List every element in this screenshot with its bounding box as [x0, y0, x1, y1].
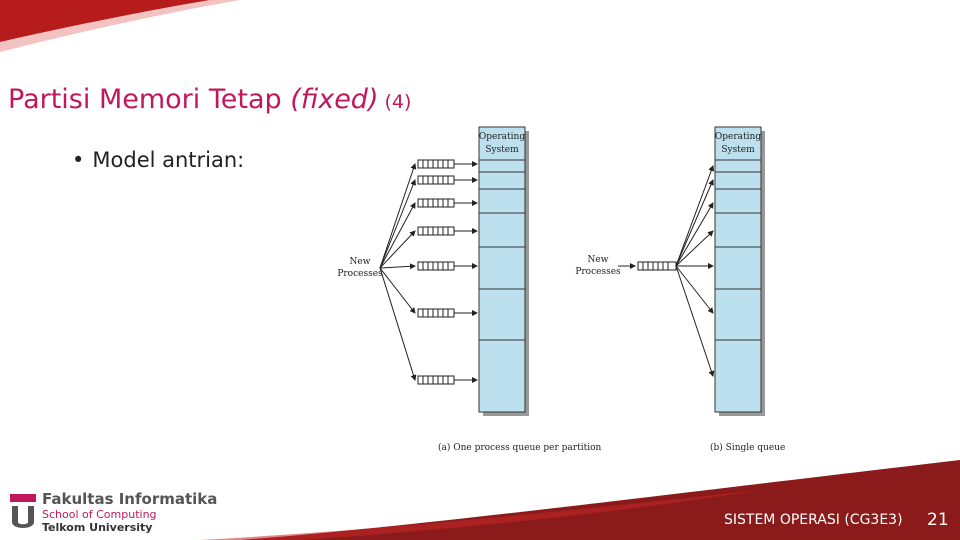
os-label-a-line2: System — [485, 145, 519, 155]
memory-column-b: Operating System — [714, 126, 765, 416]
title-italic: (fixed) — [290, 84, 379, 114]
university-name: Telkom University — [42, 521, 153, 534]
page-number: 21 — [927, 510, 949, 530]
new-processes-a-line2: Processes — [337, 269, 383, 279]
faculty-logo-text: Fakultas Informatika School of Computing… — [42, 490, 218, 534]
os-label-b-line1: Operating — [715, 132, 761, 142]
school-name: School of Computing — [42, 508, 157, 521]
queue-b — [618, 165, 715, 377]
memory-queue-diagram: Operating System New Processes — [337, 126, 785, 453]
title-main: Partisi Memori Tetap — [8, 84, 291, 114]
caption-b: (b) Single queue — [710, 442, 785, 453]
top-red-swoosh — [0, 0, 240, 52]
caption-a: (a) One process queue per partition — [438, 442, 602, 453]
course-name: SISTEM OPERASI (CG3E3) — [724, 512, 903, 528]
telkom-logo-icon — [10, 494, 36, 528]
footer-band — [200, 460, 960, 540]
os-label-b-line2: System — [721, 145, 755, 155]
os-label-a-line1: Operating — [479, 132, 525, 142]
new-processes-b-line2: Processes — [575, 267, 621, 277]
slide-title: Partisi Memori Tetap (fixed) (4) — [8, 80, 411, 114]
new-processes-b-line1: New — [588, 255, 609, 265]
queues-a — [379, 159, 478, 385]
bullet-item: • Model antrian: — [72, 148, 244, 172]
bullet-dot-icon: • — [72, 148, 85, 172]
memory-column-a: Operating System — [478, 126, 529, 416]
bullet-text: Model antrian: — [92, 148, 245, 172]
faculty-name: Fakultas Informatika — [42, 490, 218, 508]
new-processes-a-line1: New — [350, 257, 371, 267]
title-number: (4) — [378, 91, 412, 113]
